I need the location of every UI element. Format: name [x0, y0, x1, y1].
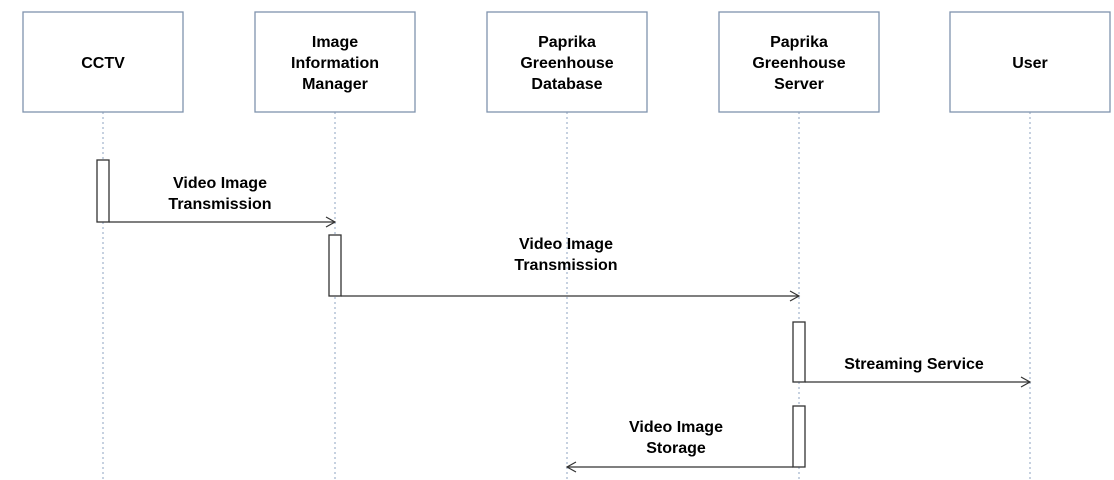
participant-label: Database — [531, 76, 602, 93]
participant-label: Image — [312, 34, 358, 51]
activation-bar-paprika-greenhouse-server — [792, 405, 806, 468]
message-label: Transmission — [514, 257, 617, 274]
participant-label: Information — [291, 55, 379, 72]
message-label: Video Image — [629, 419, 723, 436]
participant-label: Paprika — [770, 34, 828, 51]
message-msg-3: Streaming Service — [805, 356, 1032, 388]
participant-label: Greenhouse — [752, 55, 845, 72]
message-label: Video Image — [519, 236, 613, 253]
arrowhead-icon — [789, 290, 801, 302]
arrowhead-icon — [565, 461, 577, 473]
participant-label: Paprika — [538, 34, 596, 51]
participant-box — [486, 11, 648, 113]
activation-bar-image-information-manager — [328, 234, 342, 297]
activation-bar-cctv — [96, 159, 110, 223]
participant-label: Greenhouse — [520, 55, 613, 72]
participant-cctv: CCTV — [22, 11, 184, 113]
arrowhead-icon — [325, 216, 337, 228]
activation-bars — [96, 159, 806, 468]
participant-label: Manager — [302, 76, 368, 93]
message-label: Transmission — [168, 196, 271, 213]
participant-label: Server — [774, 76, 824, 93]
message-label: Video Image — [173, 175, 267, 192]
participant-box — [949, 11, 1111, 113]
message-label: Storage — [646, 440, 706, 457]
participant-label: CCTV — [81, 55, 125, 72]
participant-label: User — [1012, 55, 1048, 72]
activation-bar-paprika-greenhouse-server — [792, 321, 806, 383]
participant-user: User — [949, 11, 1111, 113]
arrowhead-icon — [1020, 376, 1032, 388]
participant-box — [718, 11, 880, 113]
message-label: Streaming Service — [844, 356, 984, 373]
participant-box — [22, 11, 184, 113]
participant-box — [254, 11, 416, 113]
